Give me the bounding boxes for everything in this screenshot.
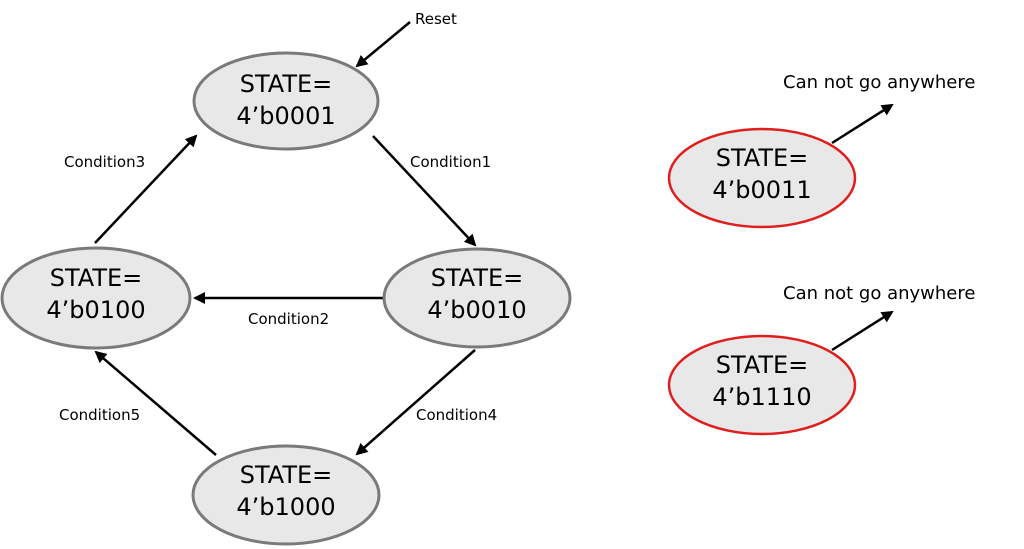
state-0010: STATE= 4’b0010 — [382, 247, 572, 349]
state-0010-line1: STATE= — [431, 264, 524, 292]
condition4-arrow — [355, 349, 476, 456]
state-0001-shape — [192, 51, 380, 151]
state-0011-line1: STATE= — [716, 144, 809, 172]
note-0011: Can not go anywhere — [783, 72, 975, 93]
reset-label: Reset — [415, 10, 457, 28]
state-1000-line1: STATE= — [240, 461, 333, 489]
state-1000-shape — [191, 444, 381, 546]
state-1110-shape — [667, 334, 857, 436]
edge-labels: Reset Condition1 Condition2 Condition3 C… — [59, 10, 497, 424]
condition1-arrow — [372, 135, 477, 247]
state-0011-shape — [667, 127, 857, 229]
state-1110: STATE= 4’b1110 — [667, 334, 857, 436]
notes: Can not go anywhere Can not go anywhere — [783, 72, 975, 304]
condition3-label: Condition3 — [64, 153, 145, 171]
state-0100-shape — [0, 246, 192, 350]
state-0100-line2: 4’b0100 — [46, 296, 145, 324]
condition1-label: Condition1 — [410, 153, 491, 171]
note-1110: Can not go anywhere — [783, 283, 975, 304]
condition2-label: Condition2 — [248, 310, 329, 328]
condition4-label: Condition4 — [416, 406, 497, 424]
state-0001: STATE= 4’b0001 — [192, 51, 380, 151]
state-1000: STATE= 4’b1000 — [191, 444, 381, 546]
condition5-label: Condition5 — [59, 406, 140, 424]
dead-1110-arrow — [831, 310, 894, 352]
state-0010-shape — [382, 247, 572, 349]
state-0100: STATE= 4’b0100 — [0, 246, 192, 350]
state-1000-line2: 4’b1000 — [236, 493, 335, 521]
state-0001-line2: 4’b0001 — [236, 102, 335, 130]
state-0010-line2: 4’b0010 — [427, 296, 526, 324]
state-1110-line2: 4’b1110 — [712, 383, 811, 411]
reset-arrow — [355, 21, 411, 68]
condition5-arrow — [94, 350, 217, 456]
state-0001-line1: STATE= — [240, 70, 333, 98]
condition3-arrow — [94, 134, 198, 244]
state-0100-line1: STATE= — [50, 264, 143, 292]
edges — [94, 21, 894, 456]
state-0011: STATE= 4’b0011 — [667, 127, 857, 229]
state-0011-line2: 4’b0011 — [712, 176, 811, 204]
dead-0011-arrow — [831, 103, 894, 145]
state-1110-line1: STATE= — [716, 351, 809, 379]
